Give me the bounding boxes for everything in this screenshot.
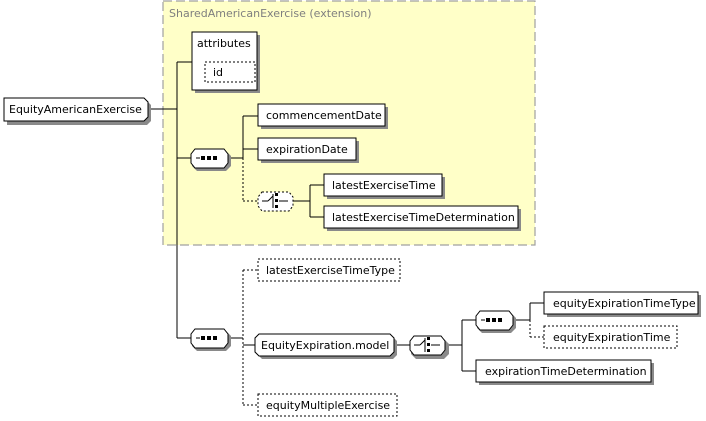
connectors: [148, 61, 544, 406]
element-equityExpirationTime[interactable]: equityExpirationTime: [543, 325, 678, 349]
group-EquityExpiration-model[interactable]: EquityExpiration.model: [254, 333, 397, 359]
element-equityExpirationTimeType[interactable]: equityExpirationTimeType: [543, 291, 701, 317]
EquityExpiration-model-label: EquityExpiration.model: [261, 339, 389, 352]
latestExerciseTime-label: latestExerciseTime: [332, 179, 436, 192]
element-commencementDate[interactable]: commencementDate: [257, 103, 388, 129]
sequence-compositor-2: [190, 328, 231, 351]
choice-compositor-1: [257, 191, 294, 212]
choice-compositor-2: [409, 335, 449, 359]
root-element-label: EquityAmericanExercise: [9, 103, 142, 116]
attributes-group: attributes id: [191, 31, 260, 93]
element-expirationTimeDetermination[interactable]: expirationTimeDetermination: [475, 359, 654, 385]
attribute-id-label: id: [213, 66, 223, 79]
attributes-label: attributes: [197, 37, 251, 50]
equityExpirationTimeType-label: equityExpirationTimeType: [553, 297, 696, 310]
root-element[interactable]: EquityAmericanExercise: [3, 97, 151, 125]
expirationDate-label: expirationDate: [266, 143, 348, 156]
element-equityMultipleExercise[interactable]: equityMultipleExercise: [257, 393, 398, 417]
latestExerciseTimeType-label: latestExerciseTimeType: [266, 264, 395, 277]
expirationTimeDetermination-label: expirationTimeDetermination: [485, 365, 647, 378]
attribute-id[interactable]: [204, 61, 256, 83]
commencementDate-label: commencementDate: [266, 109, 382, 122]
element-latestExerciseTimeDetermination[interactable]: latestExerciseTimeDetermination: [323, 205, 521, 231]
element-expirationDate[interactable]: expirationDate: [257, 137, 359, 163]
equityExpirationTime-label: equityExpirationTime: [553, 331, 671, 344]
sequence-compositor-3: [475, 310, 516, 333]
latestExerciseTimeDetermination-label: latestExerciseTimeDetermination: [332, 211, 515, 224]
equityMultipleExercise-label: equityMultipleExercise: [266, 399, 390, 412]
extension-label: SharedAmericanExercise (extension): [169, 7, 372, 20]
element-latestExerciseTime[interactable]: latestExerciseTime: [323, 173, 445, 199]
element-latestExerciseTimeType[interactable]: latestExerciseTimeType: [257, 258, 401, 282]
sequence-compositor-1: [190, 148, 231, 171]
